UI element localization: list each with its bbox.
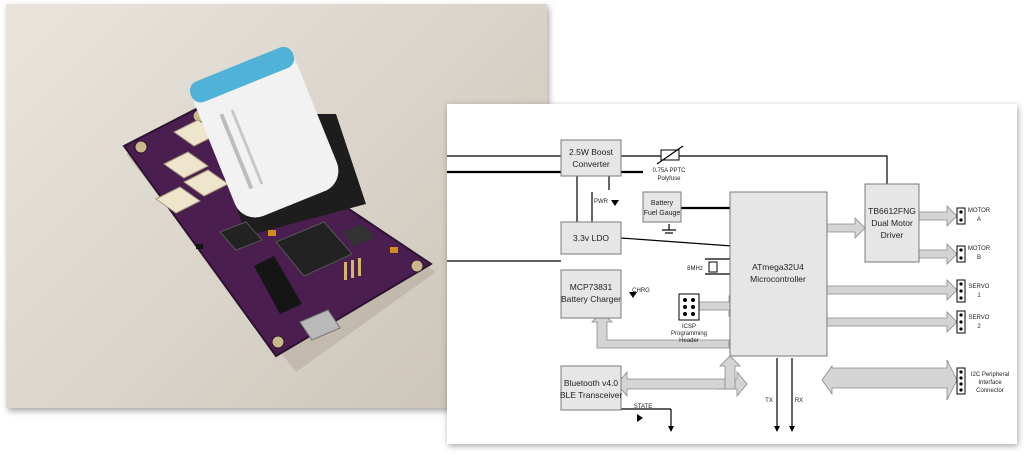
data-buses [591, 205, 958, 401]
block-diagram: 2.5W Boost Converter 0.75A PPTC Polyfuse… [447, 104, 1017, 444]
svg-text:Interface: Interface [978, 380, 1002, 386]
svg-text:Battery Charger: Battery Charger [561, 294, 621, 304]
svg-text:SERVO: SERVO [969, 315, 990, 321]
jst-connectors [155, 119, 229, 214]
svg-text:Battery: Battery [651, 200, 674, 207]
block-ldo: 3.3v LDO [560, 221, 622, 255]
svg-text:Microcontroller: Microcontroller [750, 274, 806, 284]
svg-text:MOTOR: MOTOR [968, 246, 991, 252]
svg-text:MCP73831: MCP73831 [570, 282, 613, 292]
polyfuse-label: 0.75A PPTC [652, 168, 686, 174]
svg-text:2.5W Boost: 2.5W Boost [569, 147, 614, 157]
usb-port [299, 309, 341, 341]
mcu-chip [275, 221, 353, 277]
svg-text:BLE Transceiver: BLE Transceiver [560, 390, 623, 400]
svg-text:Polyfuse: Polyfuse [657, 176, 681, 182]
chrg-label: CHRG [632, 288, 650, 294]
block-mcu: ATmega32U4 Microcontroller [729, 191, 828, 357]
rx-label: RX [795, 398, 803, 404]
svg-text:MOTOR: MOTOR [968, 208, 991, 214]
pwr-label: PWR [594, 199, 609, 205]
motor-b-connector: MOTOR B [956, 245, 991, 263]
motor-a-connector: MOTOR A [956, 207, 991, 225]
svg-text:Bluetooth v4.0: Bluetooth v4.0 [564, 378, 619, 388]
battery [189, 46, 339, 218]
svg-text:Converter: Converter [572, 159, 609, 169]
svg-text:Header: Header [679, 338, 699, 344]
svg-text:A: A [977, 217, 981, 223]
state-label: STATE [634, 404, 652, 410]
block-motor-driver: TB6612FNG Dual Motor Driver [864, 183, 920, 263]
svg-text:SERVO: SERVO [969, 284, 990, 290]
servo-2-connector: SERVO 2 [956, 310, 990, 334]
svg-text:1: 1 [977, 293, 981, 299]
crystal-label: 8MHz [687, 266, 703, 272]
svg-text:3.3v LDO: 3.3v LDO [573, 233, 609, 243]
led-icon [611, 200, 643, 422]
icsp-header-icon [678, 293, 700, 321]
icsp-label: ICSP [682, 324, 696, 330]
block-fuel-gauge: Battery Fuel Gauge [642, 191, 682, 223]
block-boost: 2.5W Boost Converter [560, 139, 622, 177]
svg-text:2: 2 [977, 324, 981, 330]
svg-text:I2C Peripheral: I2C Peripheral [971, 372, 1009, 378]
svg-text:Driver: Driver [881, 230, 904, 240]
i2c-connector: I2C Peripheral Interface Connector [956, 367, 1009, 395]
header-pins [344, 258, 361, 280]
block-charger: MCP73831 Battery Charger [560, 269, 622, 319]
svg-text:B: B [977, 255, 981, 261]
svg-text:ATmega32U4: ATmega32U4 [752, 262, 804, 272]
svg-text:Fuel Gauge: Fuel Gauge [644, 210, 681, 217]
svg-text:TB6612FNG: TB6612FNG [868, 206, 916, 216]
svg-text:Dual Motor: Dual Motor [871, 218, 913, 228]
svg-text:Programming: Programming [671, 331, 707, 337]
svg-text:Connector: Connector [976, 388, 1004, 394]
tx-label: TX [765, 398, 773, 404]
board-illustration [122, 46, 436, 372]
servo-1-connector: SERVO 1 [956, 279, 990, 303]
block-bluetooth: Bluetooth v4.0 BLE Transceiver [560, 365, 623, 411]
